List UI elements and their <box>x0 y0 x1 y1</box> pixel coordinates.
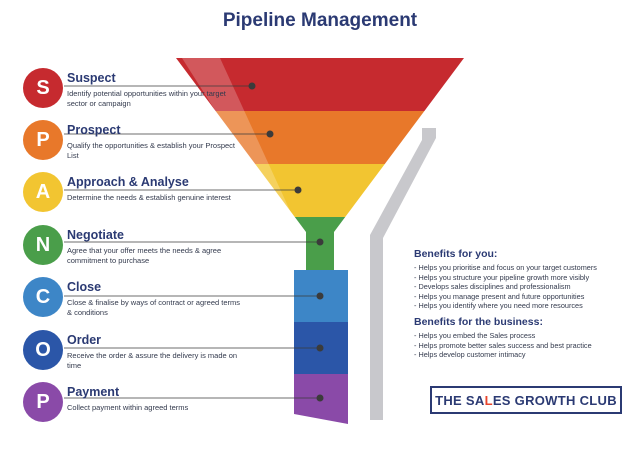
stage-description: Identify potential opportunities within … <box>67 89 226 108</box>
list-item: - Helps you embed the Sales process <box>414 331 536 340</box>
funnel-segment <box>215 111 425 164</box>
connector-dot <box>316 344 324 352</box>
stage-description: Determine the needs & establish genuine … <box>67 193 231 202</box>
connector-dot <box>248 82 256 90</box>
stage-description: Receive the order & assure the delivery … <box>67 351 238 370</box>
stage-letter-circle: C <box>23 277 63 317</box>
stage-name: Suspect <box>67 71 116 85</box>
stage-name: Negotiate <box>67 228 124 242</box>
funnel-segment <box>255 164 385 217</box>
funnel-highlight <box>182 58 298 232</box>
connector-dot <box>316 394 324 402</box>
funnel-shadow <box>370 128 436 420</box>
connector-dot <box>316 292 324 300</box>
stage-description: Close & finalise by ways of contract or … <box>67 298 240 317</box>
benefits-business-list: - Helps you embed the Sales process - He… <box>414 331 636 360</box>
logo-text-end: ES GROWTH CLUB <box>492 392 617 408</box>
stage-letter-circle: A <box>23 172 63 212</box>
logo-accent-letter: L <box>484 392 493 408</box>
benefits-business-heading: Benefits for the business: <box>414 316 543 328</box>
stage-letter-circle: P <box>23 382 63 422</box>
stage-letter-circle: N <box>23 225 63 265</box>
benefits-you-list: - Helps you prioritise and focus on your… <box>414 263 636 311</box>
stage-letter-circle: S <box>23 68 63 108</box>
benefits-you-heading: Benefits for you: <box>414 248 498 260</box>
list-item: - Helps you identify where you need more… <box>414 301 583 311</box>
logo-text-start: THE SA <box>435 392 485 408</box>
stage-name: Payment <box>67 385 120 399</box>
stage-letter-circle: O <box>23 330 63 370</box>
stage-name: Order <box>67 333 102 347</box>
stage-name: Prospect <box>67 123 121 137</box>
connector-dot <box>266 130 274 138</box>
list-item: - Helps you structure your pipeline grow… <box>414 272 590 282</box>
connector-dot <box>294 186 302 194</box>
stage-name: Approach & Analyse <box>67 175 189 189</box>
stage-description: Qualify the opportunities & establish yo… <box>67 141 236 160</box>
list-item: - Helps develop customer intimacy <box>414 350 526 360</box>
list-item: - Helps promote better sales success and… <box>414 340 592 350</box>
stage-description: Collect payment within agreed terms <box>67 403 189 412</box>
list-item: - Helps you prioritise and focus on your… <box>414 263 597 272</box>
page-title: Pipeline Management <box>222 10 418 31</box>
connector-dot <box>316 238 324 246</box>
list-item: - Develops sales disciplines and profess… <box>414 282 571 292</box>
funnel-segment <box>176 58 464 111</box>
stage-letter-circle: P <box>23 120 63 160</box>
stage-name: Close <box>67 280 102 294</box>
list-item: - Helps you manage present and future op… <box>414 291 585 301</box>
stage-description: Agree that your offer meets the needs & … <box>67 246 222 265</box>
